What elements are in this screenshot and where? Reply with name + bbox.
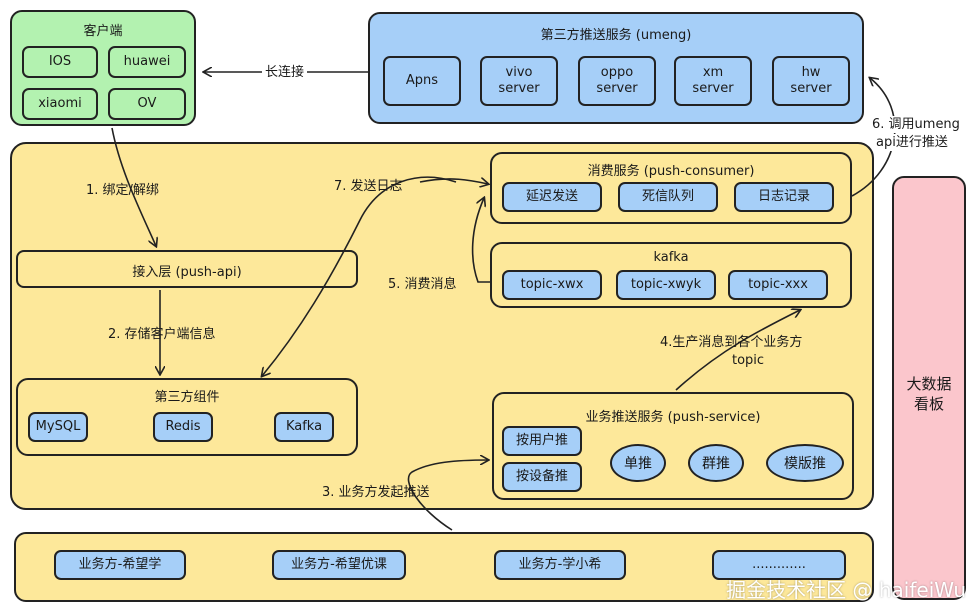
client-item-ios: IOS [22, 46, 98, 78]
label-send-log: 7. 发送日志 [334, 179, 403, 194]
push-item-oppo: oppo server [578, 56, 656, 106]
kafka-title: kafka [653, 250, 689, 265]
client-item-xiaomi: xiaomi [22, 88, 98, 120]
business-item-more: ............. [712, 550, 846, 580]
client-title: 客户端 [83, 24, 123, 39]
label-biz-push: 3. 业务方发起推送 [322, 485, 430, 500]
push-template-oval: 模版推 [766, 444, 844, 482]
consumer-item-log: 日志记录 [734, 182, 834, 212]
label-call-line1: 6. 调用umeng [872, 116, 960, 133]
arrow-consume [471, 198, 490, 283]
label-produce-line2: topic [732, 353, 765, 368]
kafka-topic-xwx: topic-xwx [502, 270, 602, 300]
component-kafka: Kafka [274, 412, 334, 442]
label-bind: 1. 绑定/解绑 [86, 183, 159, 198]
business-item-xuexiaoxi: 业务方-学小希 [494, 550, 626, 580]
watermark: 掘金技术社区 @ haifeiWu [726, 578, 966, 602]
label-long-connection: 长连接 [262, 64, 308, 81]
label-store: 2. 存储客户端信息 [108, 327, 216, 342]
consumer-title: 消费服务 (push-consumer) [587, 164, 755, 179]
push-by-device: 按设备推 [502, 462, 582, 492]
component-mysql: MySQL [28, 412, 88, 442]
label-produce-line1: 4.生产消息到各个业务方 [660, 335, 803, 350]
push-service-title: 业务推送服务 (push-service) [585, 410, 761, 425]
client-item-huawei: huawei [108, 46, 186, 78]
arrow-bind [111, 127, 156, 246]
component-redis: Redis [153, 412, 213, 442]
access-layer-title: 接入层 (push-api) [132, 265, 242, 280]
push-item-xm: xm server [674, 56, 752, 106]
arrow-biz-push [407, 460, 488, 531]
arrow-send-log [262, 176, 457, 376]
third-party-push-title: 第三方推送服务 (umeng) [540, 28, 692, 43]
consumer-item-deadletter: 死信队列 [618, 182, 718, 212]
push-item-apns: Apns [383, 56, 461, 106]
push-item-vivo: vivo server [480, 56, 558, 106]
label-call-line2: api进行推送 [876, 134, 948, 151]
access-layer-box: 接入层 (push-api) [16, 250, 358, 288]
arrow-produce [675, 310, 800, 391]
big-data-box: 大数据 看板 [892, 176, 966, 600]
push-by-user: 按用户推 [502, 426, 582, 456]
client-item-ov: OV [108, 88, 186, 120]
push-group-oval: 群推 [688, 444, 744, 482]
push-single-oval: 单推 [610, 444, 666, 482]
components-title: 第三方组件 [154, 390, 220, 405]
push-item-hw: hw server [772, 56, 850, 106]
business-item-xiwangxue: 业务方-希望学 [54, 550, 186, 580]
business-item-xiwangyouke: 业务方-希望优课 [272, 550, 406, 580]
arrow-send-log-head [419, 179, 488, 184]
big-data-title: 大数据 看板 [906, 375, 952, 413]
consumer-item-delay: 延迟发送 [502, 182, 602, 212]
kafka-topic-xxx: topic-xxx [728, 270, 828, 300]
label-consume: 5. 消费消息 [388, 277, 457, 292]
kafka-topic-xwyk: topic-xwyk [616, 270, 716, 300]
